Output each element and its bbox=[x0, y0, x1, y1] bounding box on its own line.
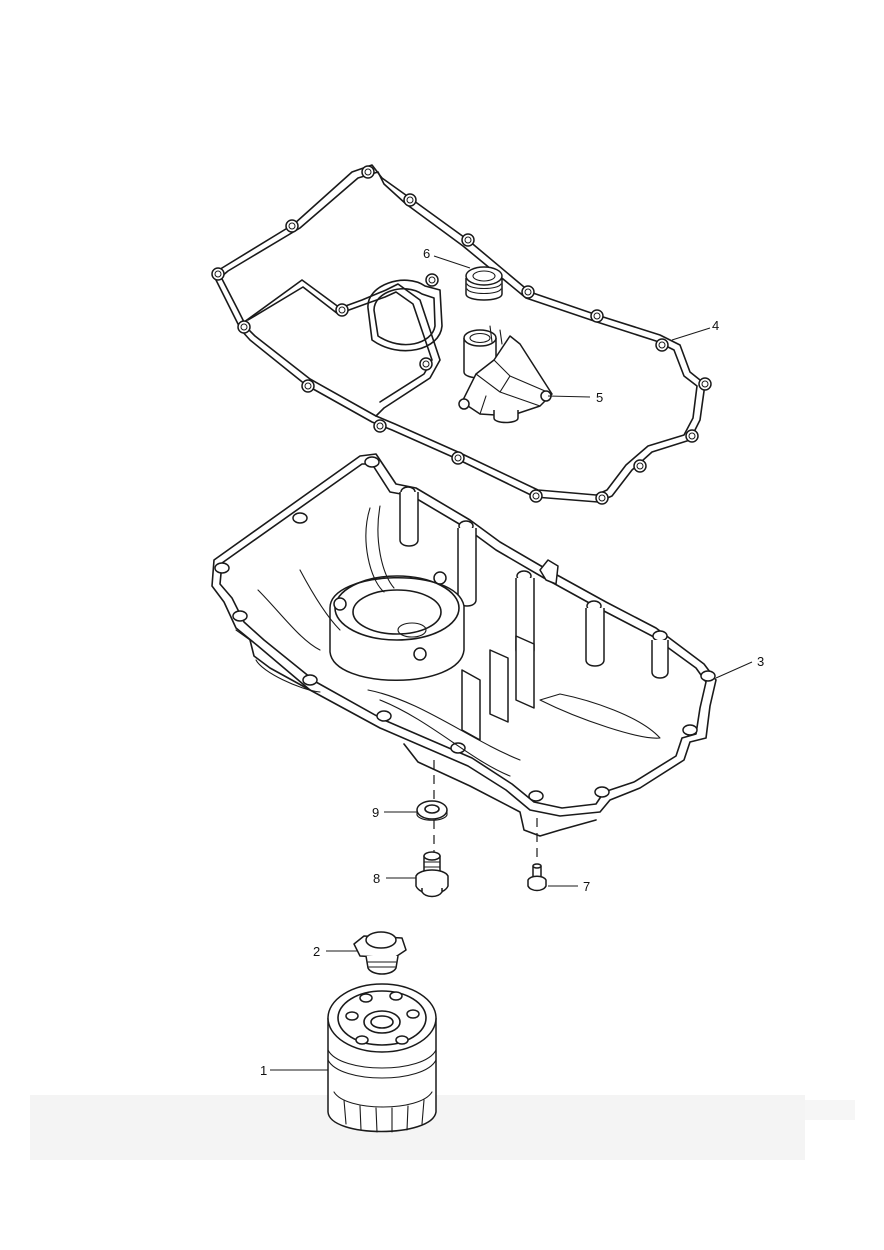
callout-3: 3 bbox=[757, 654, 764, 669]
part-2-union-bolt bbox=[353, 931, 407, 975]
part-8-drain-plug bbox=[415, 851, 449, 898]
part-4-gasket bbox=[211, 164, 712, 505]
part-6-plug bbox=[465, 266, 503, 301]
callout-8: 8 bbox=[373, 871, 380, 886]
callout-9: 9 bbox=[372, 805, 379, 820]
part-3-oil-pan bbox=[211, 453, 717, 837]
part-5-oil-strainer bbox=[458, 325, 553, 424]
callout-6: 6 bbox=[423, 246, 430, 261]
part-9-sealing-washer bbox=[416, 800, 448, 821]
part-1-oil-filter bbox=[327, 983, 437, 1133]
callout-5: 5 bbox=[596, 390, 603, 405]
callout-7: 7 bbox=[583, 879, 590, 894]
scan-background bbox=[30, 1095, 855, 1160]
leader-lines bbox=[270, 255, 753, 1071]
part-7-bolt bbox=[527, 863, 547, 892]
assembly-lines bbox=[433, 760, 538, 862]
callout-1: 1 bbox=[260, 1063, 267, 1078]
callout-4: 4 bbox=[712, 318, 719, 333]
callout-2: 2 bbox=[313, 944, 320, 959]
callout-labels: 6 4 5 3 9 8 7 2 1 bbox=[260, 246, 764, 1078]
